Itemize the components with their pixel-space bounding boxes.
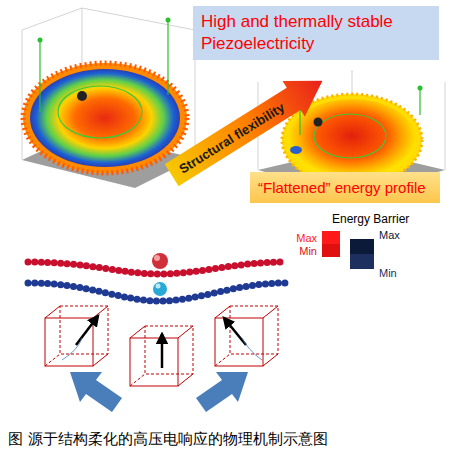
legend-swatch xyxy=(350,239,374,254)
legend-swatch xyxy=(350,254,374,269)
legend-swatch xyxy=(322,231,340,244)
legend-text: Max xyxy=(296,232,317,244)
figure-caption: 图 源于结构柔化的高压电响应的物理机制示意图 xyxy=(8,430,328,449)
node-text: Structural flexibility xyxy=(176,99,287,176)
legend-text: Min xyxy=(299,245,317,257)
profile-box: “Flattened” energy profile xyxy=(250,172,440,203)
legend-heading: Energy Barrier xyxy=(332,212,409,226)
legend-text: Min xyxy=(379,267,397,279)
node-text: “Flattened” energy profile xyxy=(258,178,432,197)
legend-swatch xyxy=(322,244,340,257)
node-text: High and thermally stable Piezoelectrici… xyxy=(201,11,431,55)
legend-text: Max xyxy=(379,229,400,241)
result-box: High and thermally stable Piezoelectrici… xyxy=(193,6,439,60)
